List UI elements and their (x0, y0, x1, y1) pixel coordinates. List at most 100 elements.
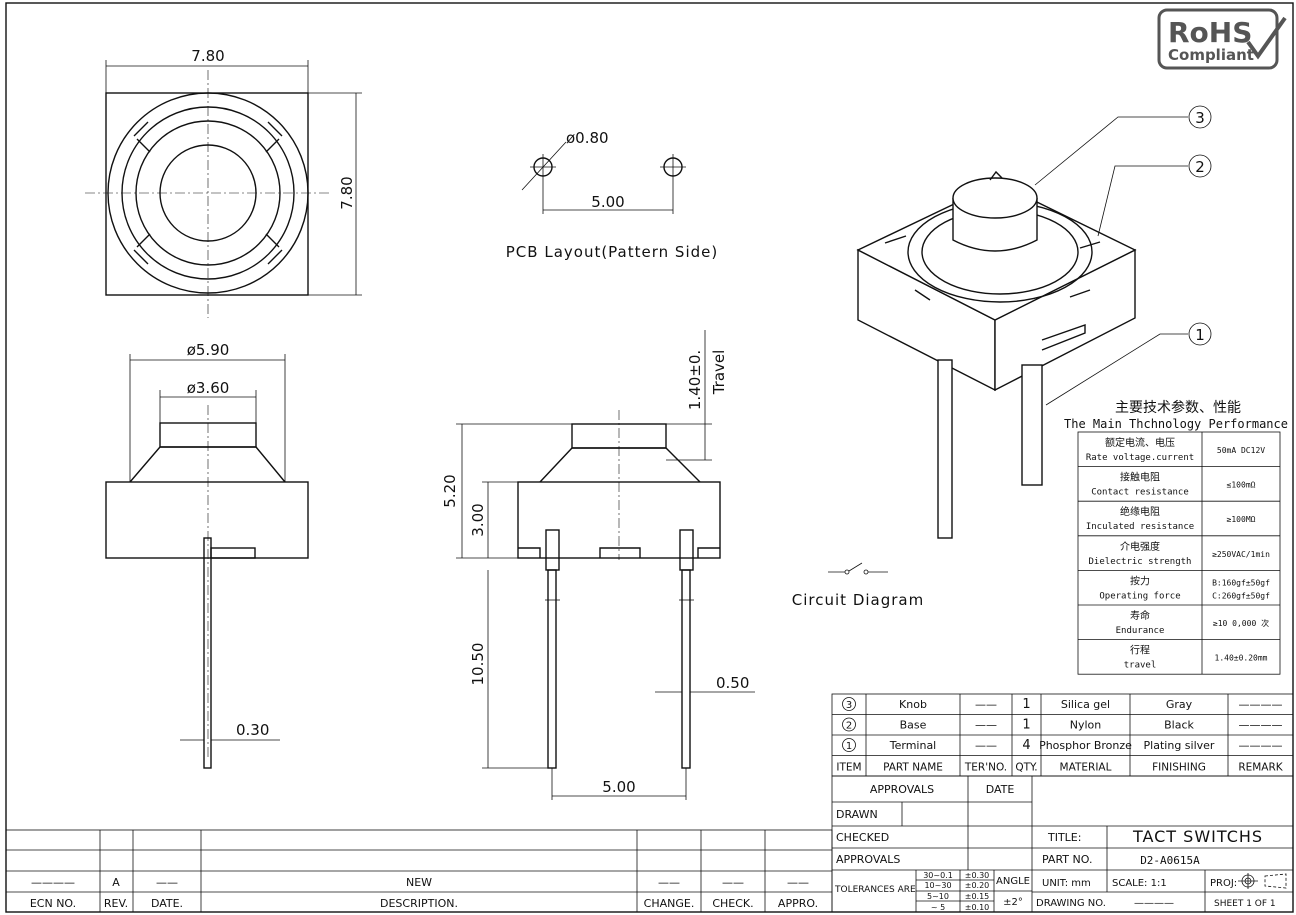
circuit-caption: Circuit Diagram (792, 591, 924, 609)
perf-row-value: ≥250VAC/1min (1212, 550, 1270, 559)
perf-row-value: ≥10 0,000 次 (1213, 618, 1269, 628)
bom-finishing: Black (1164, 719, 1194, 732)
tol-value-1: ±0.30 (965, 871, 990, 880)
bom-header-ter: TER'NO. (964, 762, 1007, 774)
bom-header-material: MATERIAL (1060, 762, 1112, 774)
date-header: DATE (986, 783, 1015, 796)
rev-header-ecn: ECN NO. (30, 897, 76, 910)
performance-table: 主要技术参数、性能 The Main Thchnology Performanc… (1064, 399, 1288, 675)
bom-item: 2 (846, 721, 852, 732)
perf-row-cn: 介电强度 (1120, 540, 1160, 553)
perf-row-value: 1.40±0.20mm (1215, 654, 1268, 663)
perf-row-en: Inculated resistance (1086, 522, 1194, 532)
rev-header-desc: DESCRIPTION. (380, 897, 458, 910)
rev-row-date: —— (156, 876, 178, 889)
proj-label: PROJ: (1210, 878, 1237, 889)
bom-remark: ———— (1239, 739, 1283, 752)
rohs-logo-text: RoHS (1168, 16, 1252, 49)
scale-label: SCALE: 1:1 (1112, 878, 1167, 889)
drawing-no-value: ———— (1134, 898, 1174, 909)
tolerances-label: TOLERANCES ARE (834, 885, 916, 895)
bom-header-item: ITEM (836, 762, 861, 774)
circuit-diagram: Circuit Diagram (792, 562, 924, 609)
tol-value-3: ±0.15 (965, 892, 990, 901)
dim-pcb-pitch: 5.00 (591, 193, 624, 211)
perf-row-en: Rate voltage.current (1086, 453, 1194, 463)
top-view: 7.80 7.80 (85, 47, 362, 318)
bom-part: Knob (899, 698, 927, 711)
bom-header-finishing: FINISHING (1152, 762, 1206, 774)
perf-row-cn: 额定电流、电压 (1105, 436, 1175, 449)
bom-finishing: Gray (1166, 698, 1193, 711)
balloon-2: 2 (1195, 158, 1205, 176)
bom-part: Terminal (889, 739, 937, 752)
rev-header-rev: REV. (104, 897, 128, 910)
projection-symbol-icon (1238, 873, 1287, 889)
rev-row-appro: —— (787, 876, 809, 889)
dim-front-total: 5.20 (441, 474, 459, 507)
rev-row-change: —— (658, 876, 680, 889)
perf-row-value: ≤100mΩ (1227, 481, 1256, 490)
pcb-layout: ø0.80 5.00 PCB Layout(Pattern Side) (506, 129, 717, 261)
bom-finishing: Plating silver (1144, 739, 1215, 752)
rev-header-change: CHANGE. (644, 897, 695, 910)
dim-front-pin-length: 10.50 (469, 643, 487, 686)
perf-row-en: Dielectric strength (1089, 557, 1192, 567)
tol-range-1: 30~0.1 (923, 871, 953, 880)
rev-header-date: DATE. (151, 897, 183, 910)
sheet-label: SHEET 1 OF 1 (1214, 899, 1276, 909)
bom-item: 1 (846, 741, 852, 752)
rev-row-rev: A (112, 876, 120, 889)
front-view: 1.40±0. Travel 5.20 3.00 10.50 0.50 5.00 (441, 330, 755, 800)
perf-title-cn: 主要技术参数、性能 (1115, 399, 1241, 416)
bom-header-remark: REMARK (1238, 762, 1283, 774)
perf-row-value: B:160gf±50gf (1212, 578, 1270, 587)
bom-qty: 4 (1022, 738, 1030, 753)
perf-row-cn: 行程 (1130, 644, 1150, 657)
bom-part: Base (900, 719, 927, 732)
bom-ter: —— (975, 719, 997, 732)
tol-range-3: 5~10 (927, 892, 949, 901)
title-label: TITLE: (1047, 831, 1081, 844)
approvals-header: APPROVALS (870, 783, 934, 796)
perf-row-cn: 按力 (1130, 574, 1150, 587)
perf-row-en: travel (1124, 661, 1157, 671)
rev-header-check: CHECK. (712, 897, 753, 910)
rohs-logo: RoHS Compliant (1157, 8, 1287, 70)
perf-row-en: Operating force (1099, 591, 1180, 601)
isometric-view: 3 2 1 (856, 105, 1212, 539)
rev-row-ecn: ———— (31, 876, 75, 889)
side-view: ø3.60 ø5.90 0.30 (105, 341, 309, 769)
perf-row-cn: 寿命 (1130, 609, 1150, 622)
tol-value-2: ±0.20 (965, 881, 990, 890)
perf-row-cn: 接触电阻 (1120, 471, 1160, 484)
dim-side-inner: ø3.60 (187, 379, 230, 397)
perf-row-cn: 绝缘电阻 (1120, 505, 1160, 518)
title-value: TACT SWITCHS (1132, 827, 1263, 846)
perf-row-en: Endurance (1116, 626, 1165, 636)
tol-range-2: 10~30 (924, 881, 951, 890)
bom-header-qty: QTY. (1015, 762, 1037, 774)
dim-travel: 1.40±0. (686, 350, 704, 410)
dim-side-outer: ø5.90 (187, 341, 230, 359)
part-no-value: D2-A0615A (1140, 854, 1200, 867)
dim-top-height: 7.80 (338, 176, 356, 209)
dim-front-pitch: 5.00 (602, 778, 635, 796)
drawing-no-label: DRAWING NO. (1036, 898, 1106, 909)
revision-block: ———— A —— NEW —— —— —— ECN NO. REV. DATE… (5, 829, 833, 913)
dim-front-body: 3.00 (469, 503, 487, 536)
bom-header-part: PART NAME (883, 762, 943, 774)
perf-row-value: 50mA DC12V (1217, 446, 1265, 455)
drawn-label: DRAWN (836, 808, 878, 821)
tol-value-4: ±0.10 (965, 903, 990, 912)
title-block: APPROVALS DATE DRAWN CHECKED APPROVALS T… (831, 775, 1294, 913)
dim-travel-label: Travel (710, 350, 728, 396)
dim-side-pin: 0.30 (236, 721, 269, 739)
bom-remark: ———— (1239, 698, 1283, 711)
balloon-3: 3 (1195, 109, 1205, 127)
rohs-logo-sub: Compliant (1168, 46, 1254, 64)
unit-label: UNIT: mm (1042, 878, 1091, 889)
bom-material: Silica gel (1061, 698, 1110, 711)
